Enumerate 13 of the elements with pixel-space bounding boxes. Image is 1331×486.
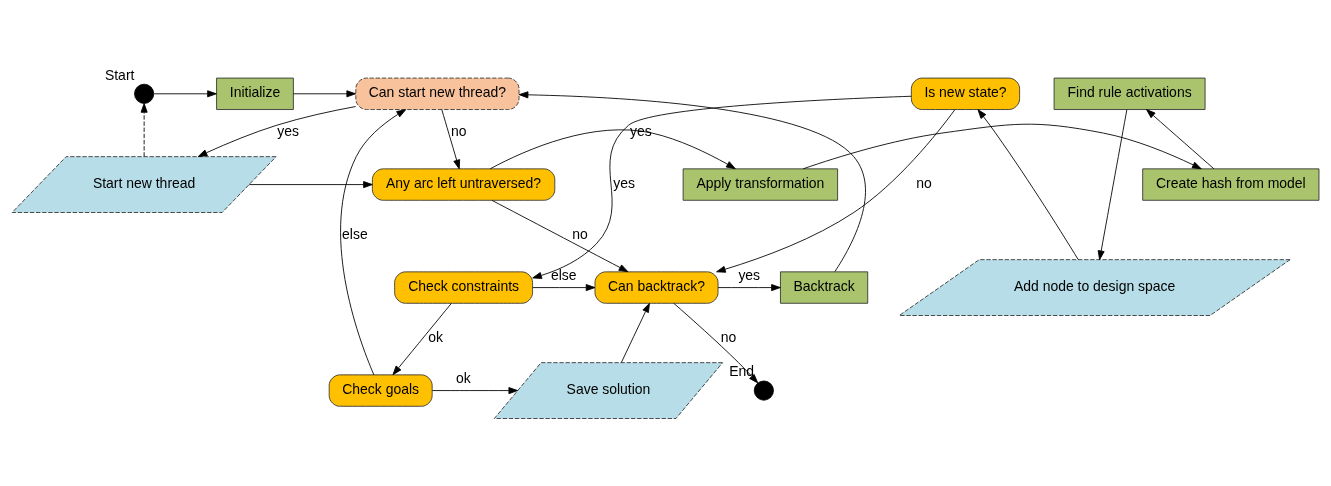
node-label: End xyxy=(729,362,755,379)
edge-label: yes xyxy=(277,122,300,139)
edge-label: yes xyxy=(738,266,761,283)
edge-label: no xyxy=(916,174,932,191)
edge-label: yes xyxy=(613,174,636,191)
edge-label: ok xyxy=(455,369,471,386)
edge-label: ok xyxy=(428,328,444,345)
edge-label: no xyxy=(451,122,467,139)
edge-label: else xyxy=(550,266,577,283)
edge-label: no xyxy=(572,225,588,242)
edge-label: no xyxy=(720,328,737,345)
edge-label: else xyxy=(342,225,368,242)
node-label: Start xyxy=(104,66,135,83)
